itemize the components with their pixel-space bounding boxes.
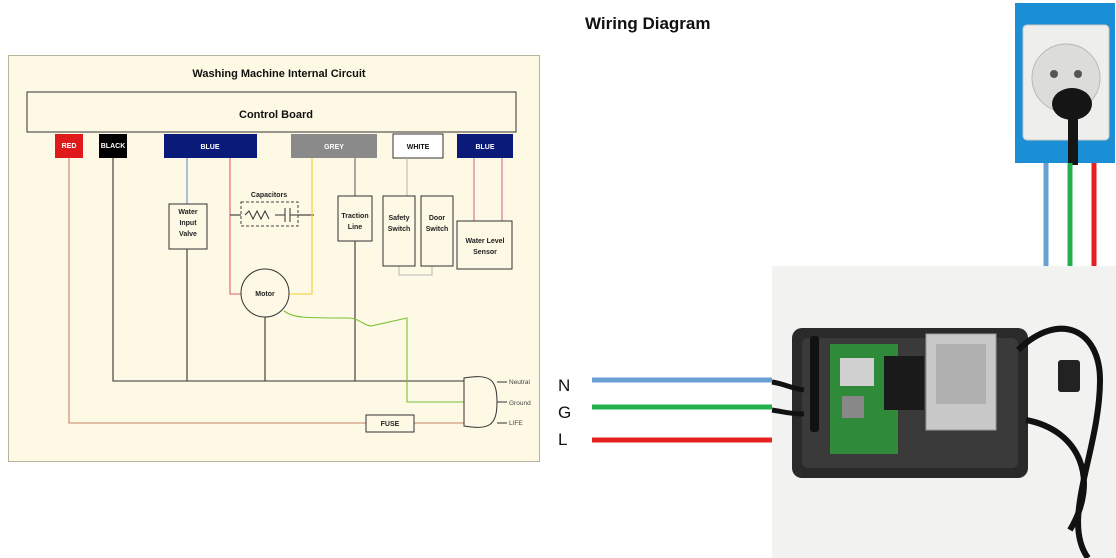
control-board-label: Control Board [239, 109, 313, 121]
safety-switch [382, 195, 416, 267]
plug-pins [497, 381, 507, 424]
water-input-valve-label-1: Water [178, 209, 197, 216]
water-level-sensor [456, 220, 513, 270]
connector-white-label: WHITE [407, 144, 430, 151]
connector-blue-1-label: BLUE [200, 144, 219, 151]
motor [240, 268, 290, 318]
water-level-sensor-label-1: Water Level [465, 238, 504, 245]
water-input-valve-label-2: Input [179, 220, 197, 227]
plug-symbol [463, 376, 498, 428]
water-level-sensor-label-2: Sensor [473, 249, 497, 256]
connector-blue-1 [164, 134, 257, 158]
gsm-relay-box-photo [771, 266, 1116, 558]
fuse [365, 414, 415, 433]
supply-wires [1043, 163, 1097, 268]
traction-line [337, 195, 373, 242]
connector-grey [291, 134, 377, 158]
motor-label: Motor [255, 291, 275, 298]
connector-grey-label: GREY [324, 144, 344, 151]
capacitors [240, 201, 299, 227]
terminal-neutral-label: Neutral [509, 379, 531, 386]
terminal-ground-label: Ground [509, 400, 531, 407]
connector-black-label: BLACK [101, 143, 126, 150]
circuit-wires [68, 158, 503, 424]
water-input-valve [168, 203, 208, 250]
wall-outlet-photo [1015, 3, 1115, 165]
fuse-label: FUSE [381, 421, 400, 428]
connector-red [55, 134, 83, 158]
door-switch-label-2: Switch [426, 226, 449, 233]
connector-blue-2 [457, 134, 513, 158]
wire-label-n: N [558, 376, 570, 395]
safety-switch-label-2: Switch [388, 226, 411, 233]
circuit-title: Washing Machine Internal Circuit [192, 68, 366, 80]
page-title: Wiring Diagram [585, 14, 711, 33]
door-switch [420, 195, 454, 267]
capacitors-label: Capacitors [251, 192, 287, 199]
capacitor-resistor-icon [244, 209, 270, 221]
control-board [26, 91, 517, 133]
circuit-diagram: Washing Machine Internal Circuit Control… [26, 68, 531, 433]
water-input-valve-label-3: Valve [179, 231, 197, 238]
wire-label-g: G [558, 403, 571, 422]
safety-switch-label-1: Safety [388, 215, 409, 222]
door-switch-label-1: Door [429, 215, 446, 222]
traction-line-label-1: Traction [341, 213, 368, 220]
terminal-life-label: LIFE [509, 420, 523, 427]
traction-line-label-2: Line [348, 224, 362, 231]
circuit-diagram-panel: Washing Machine Internal Circuit Control… [8, 55, 540, 462]
wire-label-l: L [558, 430, 567, 449]
connector-blue-2-label: BLUE [475, 144, 494, 151]
connector-red-label: RED [62, 143, 77, 150]
connector-black [99, 134, 127, 158]
connector-white [392, 133, 444, 159]
device-wiring-illustration: N G L [558, 3, 1116, 558]
